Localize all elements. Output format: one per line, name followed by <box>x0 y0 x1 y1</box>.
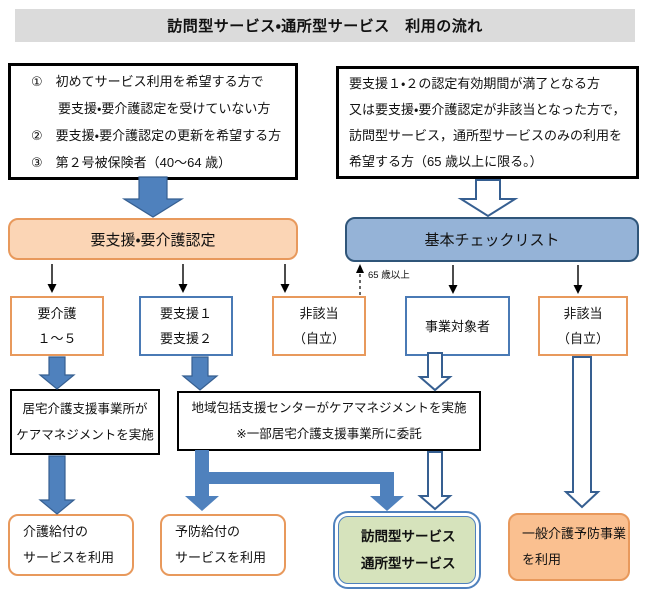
result-yobo-line-1: 予防給付の <box>175 524 241 539</box>
outcome-yokaigo-line-1: 要介護 <box>37 306 77 321</box>
result-homon-line-2: 通所型サービス <box>361 556 456 571</box>
age-65-note: 65 歳以上 <box>368 270 410 281</box>
entry-left-line-3: ② 要支援・要介護認定の更新を希望する方 <box>31 127 282 143</box>
care-mgmt-chiiki-line-1: 地域包括支援センターがケアマネジメントを実施 <box>191 401 467 415</box>
result-kaigo-kyufu-box: 介護給付の サービスを利用 <box>8 514 134 576</box>
entry-left-line-4: ③ 第２号被保険者（40～64 歳） <box>31 154 232 170</box>
outcome-higaito-left-box: 非該当 （自立） <box>272 296 366 356</box>
hollow-arrow-jigyo-to-chiiki-icon <box>417 352 453 392</box>
solid-arrow-kyotaku-to-kaigo-icon <box>38 455 76 515</box>
entry-right-line-2: 又は要支援・要介護認定が非該当となった方で， <box>349 101 626 117</box>
hollow-arrow-higaito-to-ippan-icon <box>563 356 601 509</box>
entry-left-line-1: ① 初めてサービス利用を希望する方で <box>31 73 264 89</box>
dashed-up-arrow-head-icon <box>356 264 364 273</box>
result-ippan-line-1: 一般介護予防事業 <box>522 526 627 541</box>
outcome-yoshien-line-2: 要支援２ <box>159 331 212 346</box>
entry-right-line-1: 要支援１・２の認定有効期間が満了となる方 <box>349 75 601 91</box>
solid-arrow-yokaigo-to-kyotaku-icon <box>38 356 76 390</box>
result-kaigo-line-1: 介護給付の <box>23 524 89 539</box>
result-ippan-line-2: を利用 <box>522 552 562 567</box>
outcome-jigyo-label: 事業対象者 <box>424 318 490 334</box>
thin-arrow-higaito-left-head-icon <box>280 284 290 293</box>
result-yobo-line-2: サービスを利用 <box>175 550 267 565</box>
thin-arrow-yoshien-head-icon <box>178 284 188 293</box>
big-hollow-down-arrow-icon <box>457 179 519 218</box>
outcome-higaito-left-line-1: 非該当 <box>299 306 339 321</box>
outcome-yoshien-line-1: 要支援１ <box>159 306 212 321</box>
solid-elbow-arrow-chiiki-to-yobo-and-homon-icon <box>185 450 404 511</box>
result-homon-tsusho-box: 訪問型サービス 通所型サービス <box>333 511 481 589</box>
result-kaigo-line-2: サービスを利用 <box>23 550 115 565</box>
care-mgmt-chiiki-box: 地域包括支援センターがケアマネジメントを実施 ※一部居宅介護支援事業所に委託 <box>177 391 481 451</box>
care-mgmt-chiiki-line-2: ※一部居宅介護支援事業所に委託 <box>236 427 422 441</box>
result-yobo-kyufu-box: 予防給付の サービスを利用 <box>160 514 286 576</box>
thin-arrow-jigyo-head-icon <box>448 285 458 294</box>
outcome-jigyo-box: 事業対象者 <box>405 296 510 356</box>
entry-left-line-2: 要支援・要介護認定を受けていない方 <box>58 100 271 116</box>
entry-right-line-3: 訪問型サービス，通所型サービスのみの利用を <box>349 127 623 143</box>
outcome-yokaigo-box: 要介護 １～５ <box>10 296 104 356</box>
entry-conditions-new-applicants-box: ① 初めてサービス利用を希望する方で 要支援・要介護認定を受けていない方 ② 要… <box>8 63 298 180</box>
thin-arrow-yokaigo-head-icon <box>47 284 57 293</box>
outcome-yokaigo-line-2: １～５ <box>37 331 77 346</box>
certification-box: 要支援・要介護認定 <box>8 218 298 260</box>
result-homon-tsusho-inner: 訪問型サービス 通所型サービス <box>338 516 476 584</box>
page-title: 訪問型サービス・通所型サービス 利用の流れ <box>15 9 635 42</box>
basic-checklist-box: 基本チェックリスト <box>345 217 639 262</box>
care-mgmt-kyotaku-box: 居宅介護支援事業所が ケアマネジメントを実施 <box>10 389 160 455</box>
care-mgmt-kyotaku-line-2: ケアマネジメントを実施 <box>16 428 154 442</box>
hollow-arrow-chiiki-to-homon-icon <box>417 451 453 511</box>
outcome-yoshien-box: 要支援１ 要支援２ <box>139 296 233 356</box>
outcome-higaito-right-line-2: （自立） <box>556 331 609 346</box>
thin-arrow-higaito-right-head-icon <box>573 285 583 294</box>
entry-conditions-renewal-box: 要支援１・２の認定有効期間が満了となる方 又は要支援・要介護認定が非該当となった… <box>336 66 639 179</box>
big-solid-down-arrow-icon <box>121 176 185 218</box>
outcome-higaito-right-box: 非該当 （自立） <box>538 296 628 356</box>
solid-arrow-yoshien-to-chiiki-icon <box>181 356 219 391</box>
result-homon-line-1: 訪問型サービス <box>361 529 456 544</box>
outcome-higaito-right-line-1: 非該当 <box>563 306 603 321</box>
entry-right-line-4: 希望する方（65 歳以上に限る。） <box>349 153 543 169</box>
result-ippan-yobo-box: 一般介護予防事業 を利用 <box>508 513 630 581</box>
care-mgmt-kyotaku-line-1: 居宅介護支援事業所が <box>22 402 148 416</box>
outcome-higaito-left-line-2: （自立） <box>292 331 345 346</box>
